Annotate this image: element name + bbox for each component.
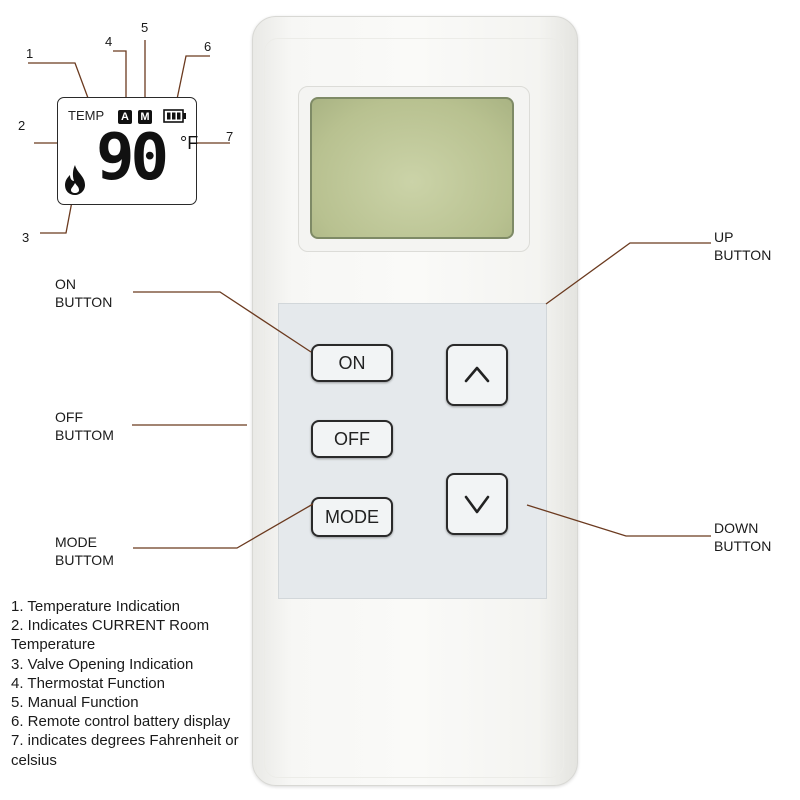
- callout-number-7: 7: [226, 129, 234, 144]
- legend-item: 5. Manual Function: [11, 694, 139, 712]
- legend-list: 1. Temperature Indication 2. Indicates C…: [11, 597, 251, 770]
- down-button[interactable]: [446, 473, 508, 535]
- callout-line-4: [113, 50, 127, 104]
- callout-line-6: [175, 55, 210, 105]
- thermostat-badge: A: [118, 110, 132, 124]
- callout-line-down: [526, 504, 711, 537]
- manual-badge: M: [138, 110, 152, 124]
- unit-indicator: °F: [180, 133, 199, 153]
- callout-number-5: 5: [141, 20, 149, 35]
- callout-line-1: [28, 62, 89, 99]
- up-button[interactable]: [446, 344, 508, 406]
- battery-icon: [163, 109, 186, 123]
- on-button-label: ON BUTTON: [55, 276, 113, 310]
- chevron-down-icon: [464, 495, 490, 514]
- flame-icon: [65, 165, 85, 195]
- legend-item: 3. Valve Opening Indication: [11, 655, 194, 673]
- callout-number-3: 3: [22, 230, 30, 245]
- up-button-label: UP BUTTON: [714, 229, 772, 263]
- callout-line-mode: [133, 503, 314, 549]
- chevron-up-icon: [464, 366, 490, 383]
- down-button-label: DOWN BUTTON: [714, 520, 772, 554]
- off-button-label: OFF BUTTOM: [55, 409, 114, 443]
- mode-button[interactable]: MODE: [311, 497, 393, 537]
- callout-line-on: [133, 291, 312, 353]
- callout-number-6: 6: [204, 39, 212, 54]
- off-button[interactable]: OFF: [311, 420, 393, 458]
- lcd-screen: [310, 97, 514, 239]
- legend-item: 6. Remote control battery display: [11, 713, 231, 731]
- legend-item: 1. Temperature Indication: [11, 598, 180, 615]
- on-button[interactable]: ON: [311, 344, 393, 382]
- callout-line-up: [545, 242, 711, 305]
- callout-number-2: 2: [18, 118, 26, 133]
- callout-line-3: [40, 195, 74, 234]
- callout-number-4: 4: [105, 34, 113, 49]
- legend-item: 4. Thermostat Function: [11, 674, 165, 692]
- remote-inner-outline: [264, 38, 564, 778]
- temperature-readout: 90: [96, 121, 169, 195]
- temp-indicator: TEMP: [68, 108, 105, 123]
- legend-item: 2. Indicates CURRENT Room Temperature: [11, 617, 210, 654]
- legend-item: 7. indicates degrees Fahrenheit or celsi…: [11, 732, 239, 769]
- mode-button-label: MODE BUTTOM: [55, 534, 114, 568]
- callout-number-1: 1: [26, 46, 34, 61]
